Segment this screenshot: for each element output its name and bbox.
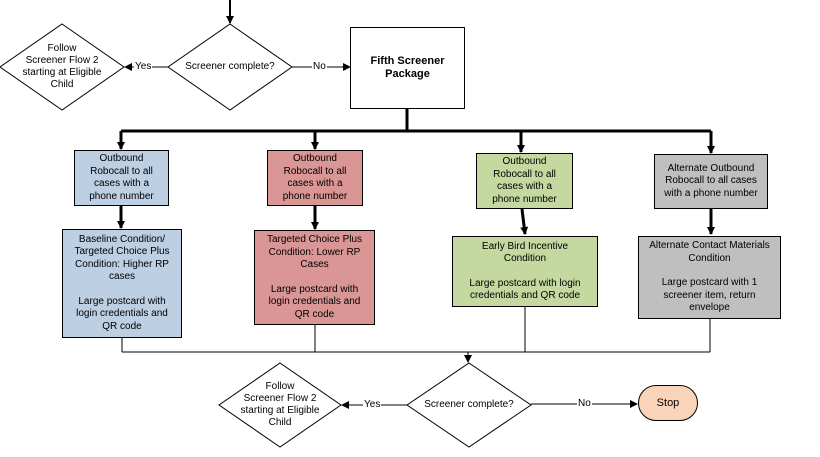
robocall-box-1: Outbound Robocall to all cases with a ph… [74,150,169,206]
top-decision-diamond [167,23,293,111]
condition-box-1: Baseline Condition/ Targeted Choice Plus… [62,229,182,338]
condition-box-4: Alternate Contact Materials Condition La… [638,236,781,319]
top-decision-label: Screener complete? [185,61,275,72]
bottom-decision-label: Screener complete? [424,399,514,410]
condition-box-2: Targeted Choice Plus Condition: Lower RP… [254,230,375,325]
fifth-screener-package-box: Fifth Screener Package [350,27,465,109]
bottom-yes-label: Yes [363,399,382,411]
top-yes-label: Yes [134,61,153,73]
bottom-follow-diamond [218,362,342,448]
robocall-box-3: Outbound Robocall to all cases with a ph… [476,153,573,209]
condition-box-3: Early Bird Incentive Condition Large pos… [452,236,598,307]
bottom-no-label: No [577,398,592,410]
stop-terminal: Stop [638,385,698,421]
stop-label: Stop [656,397,680,409]
robocall-box-4: Alternate Outbound Robocall to all cases… [654,154,768,209]
robocall-box-2: Outbound Robocall to all cases with a ph… [267,150,363,206]
top-no-label: No [312,61,327,73]
bottom-decision-diamond [406,362,532,448]
top-follow-diamond [0,23,125,111]
bottom-follow-label: Follow Screener Flow 2 starting at Eligi… [240,381,320,428]
top-follow-label: Follow Screener Flow 2 starting at Eligi… [22,43,102,90]
